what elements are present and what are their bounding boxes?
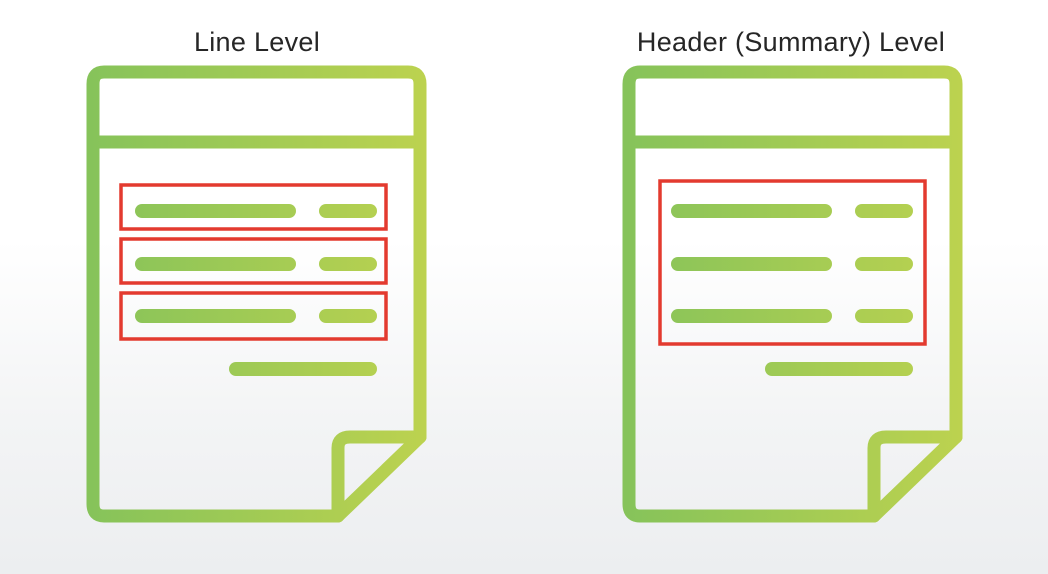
- document-outline: [622, 65, 963, 523]
- highlight-box-summary: [658, 179, 927, 346]
- page-fold-corner: [331, 430, 427, 523]
- page-fold-corner: [867, 430, 963, 523]
- highlight-box-line-1: [119, 183, 388, 231]
- highlight-box-line-2: [119, 237, 388, 285]
- line-level-document-icon: [86, 65, 427, 523]
- line-level-label: Line Level: [193, 27, 321, 57]
- header-level-label: Header (Summary) Level: [636, 27, 946, 57]
- line-level-highlights: [119, 183, 388, 341]
- line-items: [135, 204, 377, 376]
- highlight-box-line-3: [119, 291, 388, 341]
- header-level-document-icon: [622, 65, 963, 523]
- document-outline: [86, 65, 427, 523]
- summary-items: [671, 204, 913, 376]
